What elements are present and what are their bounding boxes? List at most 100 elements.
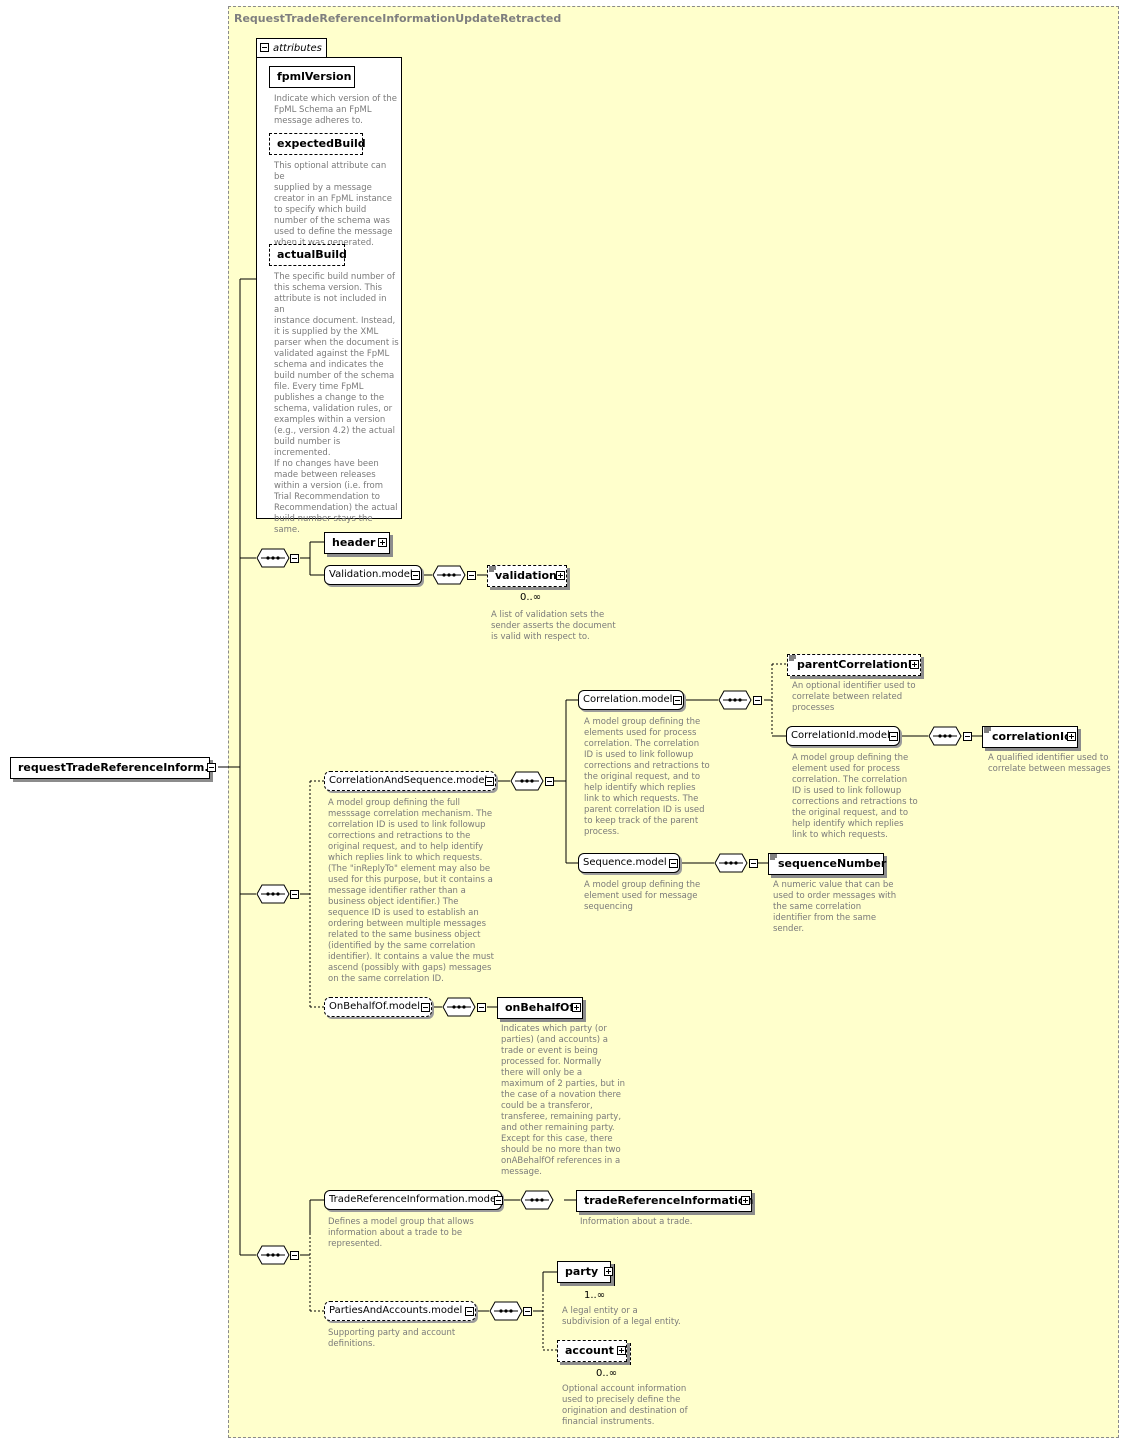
group-on-behalf-of-model[interactable]: OnBehalfOf.model: [324, 997, 432, 1017]
collapse-toggle-icon[interactable]: [494, 1196, 503, 1205]
element-label: header: [332, 536, 376, 549]
collapse-toggle-icon[interactable]: [673, 696, 682, 705]
collapse-toggle-icon[interactable]: [523, 1307, 532, 1316]
collapse-toggle-icon[interactable]: [290, 1251, 299, 1260]
group-correlation-id-model[interactable]: CorrelationId.model: [786, 726, 900, 746]
expand-toggle-icon[interactable]: [572, 1003, 581, 1012]
sequence-compositor-icon: [489, 1301, 523, 1321]
sequence-compositor-icon: [510, 771, 544, 791]
collapse-toggle-icon[interactable]: [207, 763, 216, 772]
annotation-icon: [489, 566, 496, 572]
group-label: Correlation.model: [583, 694, 673, 705]
collapse-toggle-icon[interactable]: [260, 43, 269, 52]
sequence-compositor-icon: [520, 1190, 554, 1210]
collapse-toggle-icon[interactable]: [465, 1307, 474, 1316]
group-label: CorrelationAndSequence.model: [329, 775, 488, 786]
sequence-compositor-icon: [442, 997, 476, 1017]
group-sequence-model[interactable]: Sequence.model: [578, 853, 680, 873]
attribute-name: fpmlVersion: [277, 70, 352, 83]
collapse-toggle-icon[interactable]: [477, 1003, 486, 1012]
attributes-tab-label: attributes: [273, 43, 322, 54]
sequence-compositor-icon: [256, 1245, 290, 1265]
group-trade-reference-information-model[interactable]: TradeReferenceInformation.model: [324, 1190, 502, 1210]
collapse-toggle-icon[interactable]: [753, 696, 762, 705]
group-validation-model[interactable]: Validation.model: [324, 565, 422, 585]
collapse-toggle-icon[interactable]: [421, 1003, 430, 1012]
collapse-toggle-icon[interactable]: [290, 554, 299, 563]
element-validation[interactable]: validation: [487, 565, 567, 587]
attributes-tab: attributes: [256, 38, 327, 58]
element-label: parentCorrelationId: [797, 658, 920, 671]
group-label: CorrelationId.model: [791, 730, 890, 741]
expand-toggle-icon[interactable]: [741, 1196, 750, 1205]
attribute-name: expectedBuild: [277, 137, 366, 150]
element-account[interactable]: account: [557, 1340, 627, 1362]
element-correlation-id[interactable]: correlationId: [982, 726, 1078, 748]
group-parties-and-accounts-model[interactable]: PartiesAndAccounts.model: [324, 1301, 476, 1321]
element-sequence-number[interactable]: sequenceNumber: [768, 853, 887, 875]
sequence-compositor-icon: [718, 690, 752, 710]
collapse-toggle-icon[interactable]: [749, 859, 758, 868]
expand-toggle-icon[interactable]: [378, 538, 387, 547]
cardinality: 0..∞: [520, 592, 542, 603]
attribute-name: actualBuild: [277, 248, 347, 261]
cardinality: 1..∞: [584, 1290, 606, 1301]
element-parent-correlation-id[interactable]: parentCorrelationId: [787, 654, 921, 676]
expand-toggle-icon[interactable]: [556, 571, 565, 580]
annotation-icon: [984, 727, 991, 733]
sequence-compositor-icon: [928, 726, 962, 746]
element-label: tradeReferenceInformation: [584, 1194, 754, 1207]
group-correlation-model[interactable]: Correlation.model: [578, 690, 684, 710]
collapse-toggle-icon[interactable]: [485, 777, 494, 786]
expand-toggle-icon[interactable]: [617, 1346, 626, 1355]
collapse-toggle-icon[interactable]: [545, 777, 554, 786]
element-label: party: [565, 1265, 599, 1278]
root-element[interactable]: requestTradeReferenceInform...: [10, 757, 217, 779]
collapse-toggle-icon[interactable]: [467, 571, 476, 580]
root-element-label: requestTradeReferenceInform...: [18, 761, 217, 774]
collapse-toggle-icon[interactable]: [963, 732, 972, 741]
element-trade-reference-information[interactable]: tradeReferenceInformation: [576, 1190, 754, 1212]
attribute-actualbuild[interactable]: actualBuild: [269, 244, 347, 266]
cardinality: 0..∞: [596, 1368, 618, 1379]
element-on-behalf-of[interactable]: onBehalfOf: [497, 997, 583, 1019]
type-name: RequestTradeReferenceInformationUpdateRe…: [234, 12, 562, 25]
group-correlation-and-sequence-model[interactable]: CorrelationAndSequence.model: [324, 771, 496, 791]
annotation-icon: [789, 655, 796, 661]
sequence-compositor-icon: [432, 565, 466, 585]
attribute-fpmlversion[interactable]: fpmlVersion: [269, 66, 355, 88]
element-label: sequenceNumber: [778, 857, 887, 870]
element-label: account: [565, 1344, 614, 1357]
element-party[interactable]: party: [557, 1261, 611, 1283]
sequence-compositor-icon: [256, 548, 290, 568]
expand-toggle-icon[interactable]: [910, 660, 919, 669]
group-label: OnBehalfOf.model: [329, 1001, 420, 1012]
expand-toggle-icon[interactable]: [1067, 732, 1076, 741]
attribute-expectedbuild[interactable]: expectedBuild: [269, 133, 366, 155]
group-label: Validation.model: [329, 569, 413, 580]
element-label: validation: [495, 569, 557, 582]
sequence-compositor-icon: [256, 884, 290, 904]
group-label: PartiesAndAccounts.model: [329, 1305, 463, 1316]
sequence-compositor-icon: [714, 853, 748, 873]
collapse-toggle-icon[interactable]: [669, 859, 678, 868]
element-header[interactable]: header: [324, 532, 390, 554]
group-label: TradeReferenceInformation.model: [329, 1194, 499, 1205]
expand-toggle-icon[interactable]: [604, 1267, 613, 1276]
collapse-toggle-icon[interactable]: [290, 890, 299, 899]
collapse-toggle-icon[interactable]: [889, 732, 898, 741]
collapse-toggle-icon[interactable]: [411, 571, 420, 580]
